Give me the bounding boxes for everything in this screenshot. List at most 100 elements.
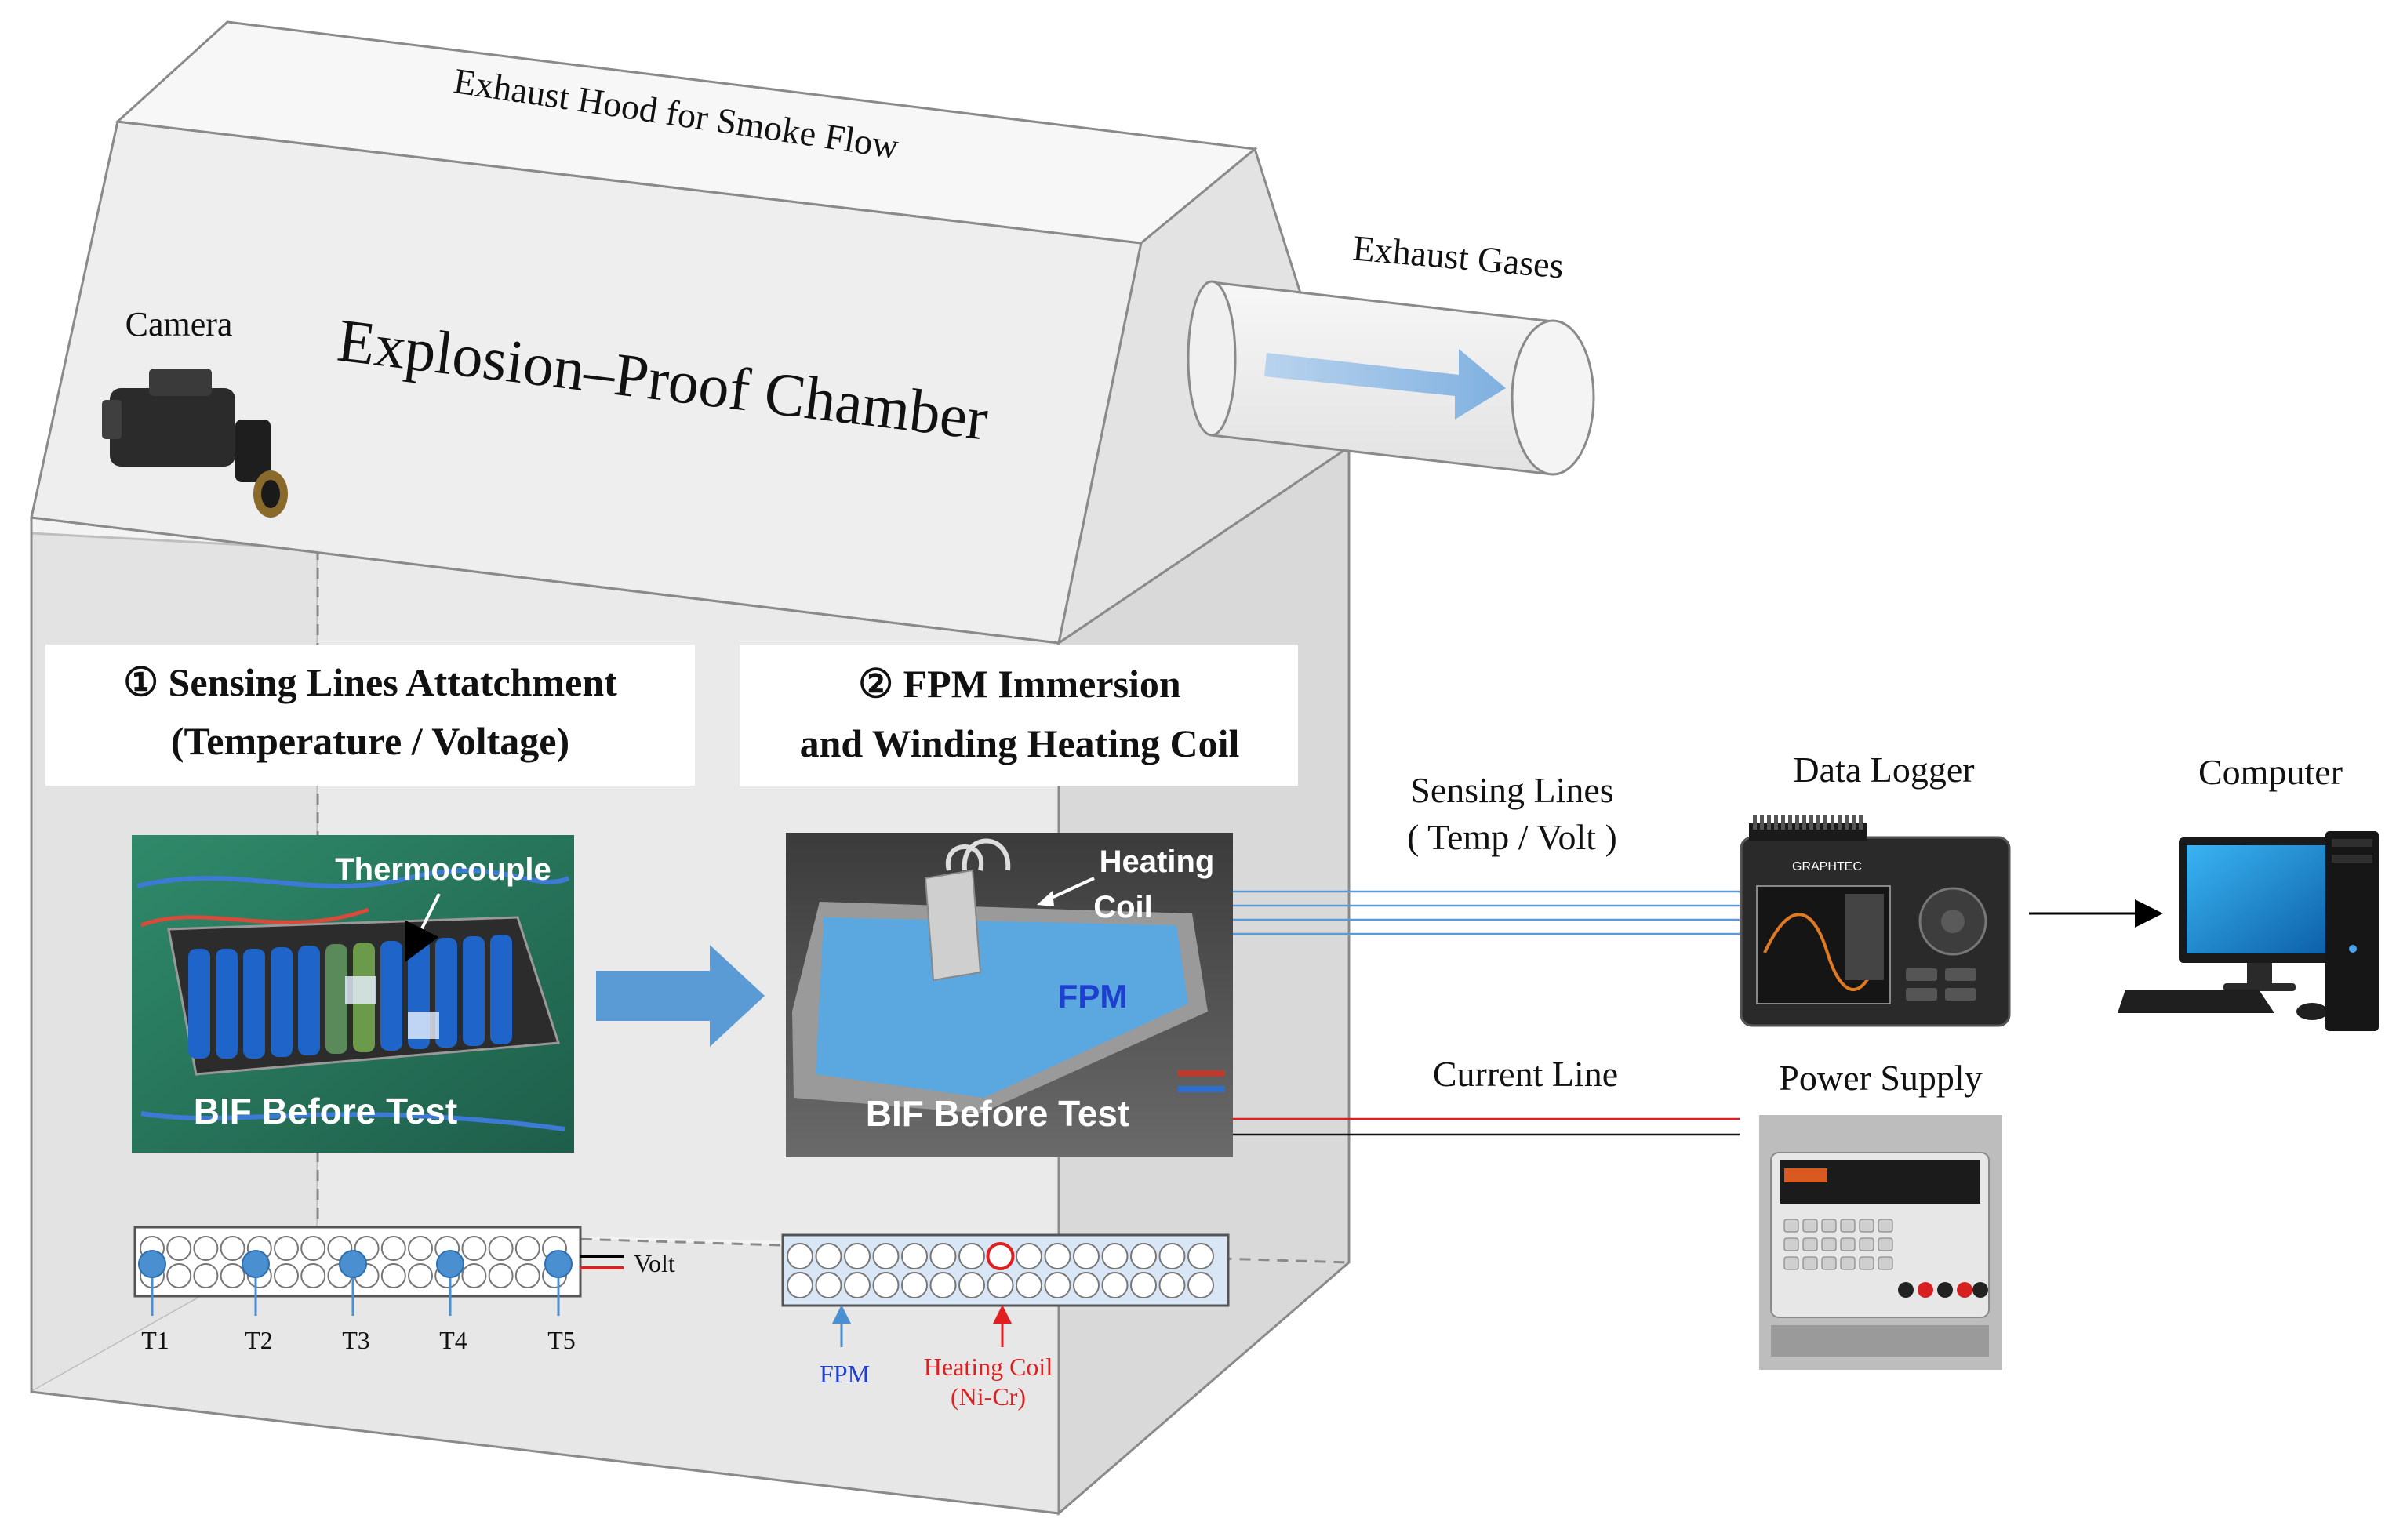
step1-panel: ① Sensing Lines Attatchment (Temperature… (45, 645, 765, 1354)
psu-button (1821, 1237, 1837, 1251)
cell-circle (166, 1263, 192, 1288)
logger-pin (1802, 815, 1806, 830)
cell-circle (872, 1272, 900, 1298)
cell-circle (1073, 1272, 1100, 1298)
cell-circle (1187, 1243, 1214, 1269)
step2-title-box (740, 645, 1298, 786)
logger-pin (1831, 815, 1834, 830)
logger-pin (1781, 815, 1785, 830)
thermocouple-sensor-icon (544, 1250, 573, 1278)
psu-button (1783, 1256, 1799, 1270)
psu-button (1783, 1219, 1799, 1233)
cell-circle (1101, 1243, 1129, 1269)
step1-photo-caption: BIF Before Test (194, 1091, 458, 1131)
logger-pin (1838, 815, 1842, 830)
logger-pin (1767, 815, 1771, 830)
step2-title-line2: and Winding Heating Coil (800, 721, 1240, 765)
cell-circle (274, 1236, 299, 1261)
cell-circle (958, 1243, 985, 1269)
cell-circle (815, 1272, 842, 1298)
logger-pin (1809, 815, 1813, 830)
cell-circle (166, 1236, 192, 1261)
psu-button (1859, 1237, 1874, 1251)
sensing-lines-label-line2: ( Temp / Volt ) (1407, 817, 1617, 857)
cell-circle (488, 1263, 514, 1288)
psu-button (1878, 1256, 1893, 1270)
cell-circle (958, 1272, 985, 1298)
logger-pin (1753, 815, 1757, 830)
cell-circle (901, 1243, 928, 1269)
logger-pin (1823, 815, 1827, 830)
coil-label-line1: Heating Coil (924, 1353, 1053, 1381)
cell-circle (872, 1243, 900, 1269)
cell-circle (901, 1272, 928, 1298)
camera-icon (102, 369, 288, 518)
psu-button (1802, 1256, 1818, 1270)
thermocouple-sensor-icon (242, 1250, 270, 1278)
cell-circle (1016, 1272, 1042, 1298)
cell-circle (461, 1236, 487, 1261)
fpm-pointer-icon (832, 1305, 851, 1324)
logger-pin (1859, 815, 1863, 830)
step1-title-line1: ① Sensing Lines Attatchment (123, 660, 617, 704)
cell-circle (787, 1243, 813, 1269)
cell-circle (1158, 1243, 1186, 1269)
cell-circle (408, 1263, 433, 1288)
step1-photo-label: Thermocouple (335, 852, 551, 887)
logger-brand: GRAPHTEC (1792, 860, 1862, 874)
thermocouple-sensor-icon (436, 1250, 464, 1278)
logger-pin (1852, 815, 1856, 830)
power-supply: Power Supply (1759, 1058, 2002, 1370)
cell-circle (787, 1272, 813, 1298)
psu-button (1802, 1219, 1818, 1233)
volt-label: Volt (634, 1249, 675, 1277)
step1-title-box (45, 645, 695, 786)
coil-pointer-icon (993, 1305, 1012, 1324)
cell-circle (488, 1236, 514, 1261)
computer-icon (2118, 831, 2379, 1031)
logger-pin (1795, 815, 1799, 830)
sensor-label: T4 (439, 1326, 467, 1354)
exhaust-gases-label: Exhaust Gases (1351, 227, 1565, 285)
cell-circle (1130, 1243, 1157, 1269)
psu-button (1859, 1219, 1874, 1233)
cell-circle (408, 1236, 433, 1261)
cell-circle (220, 1236, 245, 1261)
step2-photo-label-line2: Coil (1093, 890, 1153, 924)
psu-button (1821, 1219, 1837, 1233)
step2-cell-grid: FPM Heating Coil (Ni-Cr) (781, 1233, 1230, 1411)
step2-panel: ② FPM Immersion and Winding Heating Coil… (740, 645, 1298, 1411)
step2-photo-fpm: FPM (1058, 978, 1128, 1015)
sensor-label: T1 (141, 1326, 169, 1354)
sensor-label: T2 (245, 1326, 273, 1354)
thermocouple-sensor-icon (138, 1250, 166, 1278)
cell-circle (1073, 1243, 1100, 1269)
cell-circle (1044, 1243, 1071, 1269)
psu-button (1878, 1219, 1893, 1233)
cell-circle (461, 1263, 487, 1288)
cell-circle (987, 1272, 1014, 1298)
logger-pin (1816, 815, 1820, 830)
exhaust-pipe: Exhaust Gases (1187, 227, 1595, 476)
data-logger-icon: GRAPHTEC (1740, 815, 2011, 1027)
logger-pin (1845, 815, 1849, 830)
cell-circle (514, 1263, 540, 1288)
psu-button (1859, 1256, 1874, 1270)
coil-label-line2: (Ni-Cr) (951, 1382, 1026, 1411)
cell-circle (929, 1243, 957, 1269)
logger-pin (1774, 815, 1778, 830)
cell-circle (380, 1236, 406, 1261)
psu-button (1840, 1256, 1856, 1270)
cell-circle (844, 1243, 871, 1269)
cell-circle (300, 1236, 326, 1261)
psu-button (1840, 1219, 1856, 1233)
psu-button (1821, 1256, 1837, 1270)
sensor-label: T5 (547, 1326, 576, 1354)
step1-photo: Thermocouple BIF Before Test (132, 835, 574, 1153)
logger-pin (1788, 815, 1792, 830)
computer-label: Computer (2198, 752, 2343, 792)
cell-circle (300, 1263, 326, 1288)
logger-pin (1760, 815, 1764, 830)
psu-button (1783, 1237, 1799, 1251)
